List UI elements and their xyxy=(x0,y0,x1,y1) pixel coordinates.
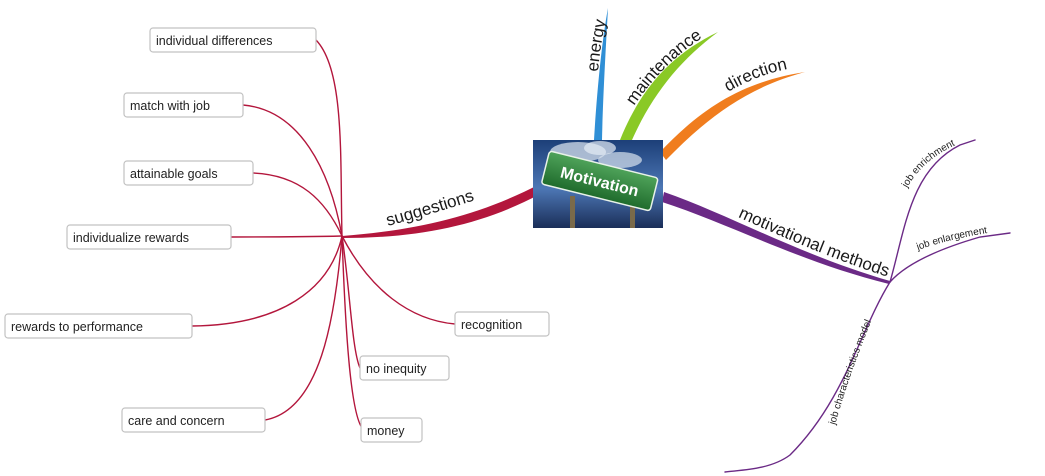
branch-maintenance-line xyxy=(620,32,718,140)
connector-job-enrichment xyxy=(889,139,976,283)
node-label: recognition xyxy=(461,318,522,332)
connector-money xyxy=(341,235,365,431)
node-individualize-rewards: individualize rewards xyxy=(66,224,232,250)
connector-individual-differences xyxy=(315,39,343,237)
node-care-and-concern: care and concern xyxy=(121,407,266,433)
node-rewards-to-performance: rewards to performance xyxy=(4,313,193,339)
connector-match-with-job xyxy=(242,104,343,237)
node-match-with-job: match with job xyxy=(123,92,244,118)
node-label: attainable goals xyxy=(130,167,218,181)
node-label: individualize rewards xyxy=(73,231,189,245)
branch-direction-line xyxy=(660,72,805,160)
connector-job-characteristics-model xyxy=(724,281,891,473)
node-money: money xyxy=(360,417,423,443)
method-job-characteristics-model-label: job characteristics model xyxy=(827,318,874,427)
central-topic: Motivation xyxy=(533,140,663,228)
connector-attainable-goals xyxy=(252,172,343,237)
connector-recognition xyxy=(341,235,456,325)
node-label: no inequity xyxy=(366,362,427,376)
branch-suggestions-line xyxy=(342,184,540,238)
node-label: rewards to performance xyxy=(11,320,143,334)
node-individual-differences: individual differences xyxy=(149,27,317,53)
node-no-inequity: no inequity xyxy=(359,355,450,381)
node-label: individual differences xyxy=(156,34,273,48)
node-label: care and concern xyxy=(128,414,225,428)
branch-maintenance-label: maintenance xyxy=(622,25,705,108)
connector-job-enlargement xyxy=(889,232,1011,283)
method-job-enlargement-label: job enlargement xyxy=(914,225,988,253)
branch-methods-line xyxy=(662,192,890,284)
connector-no-inequity xyxy=(341,235,361,369)
connector-rewards-to-performance xyxy=(191,235,343,327)
node-attainable-goals: attainable goals xyxy=(123,160,254,186)
connector-individualize-rewards xyxy=(230,235,343,238)
node-recognition: recognition xyxy=(454,311,550,337)
branch-methods-label: motivational methods xyxy=(736,203,892,280)
suggestion-connectors xyxy=(191,39,456,431)
node-label: money xyxy=(367,424,405,438)
branch-energy-line xyxy=(594,8,608,140)
method-job-enrichment-label: job enrichment xyxy=(900,138,957,191)
node-label: match with job xyxy=(130,99,210,113)
methods-connectors xyxy=(724,139,1011,473)
connector-care-and-concern xyxy=(264,235,343,421)
